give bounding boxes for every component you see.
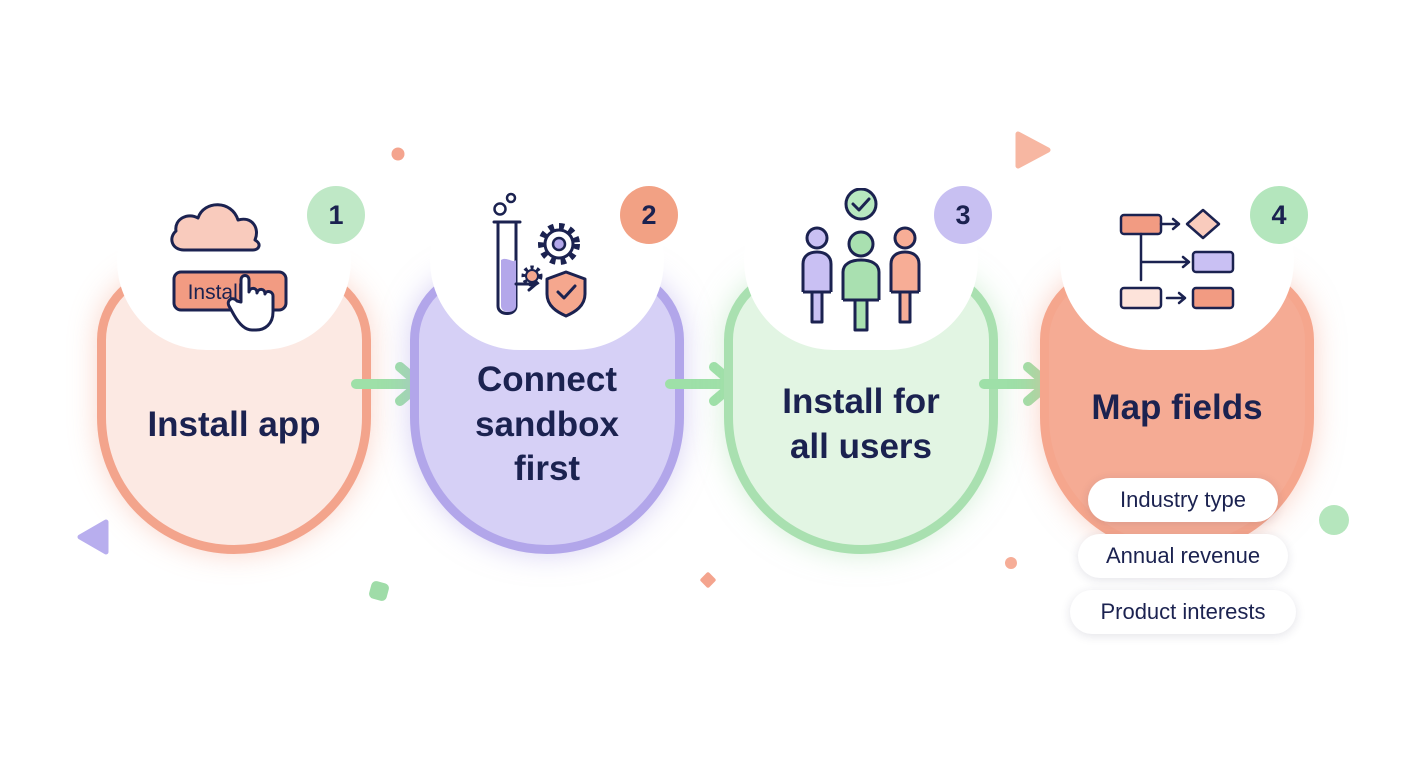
field-chip-industry-type: Industry type xyxy=(1088,478,1278,522)
step-title: Connect sandbox first xyxy=(475,359,619,489)
step-title: Install app xyxy=(147,404,321,444)
users-group-check-icon xyxy=(785,188,937,338)
install-icon-label: Install xyxy=(188,281,243,304)
field-chip-product-interests: Product interests xyxy=(1070,590,1296,634)
decorative-dot-coral-small xyxy=(1005,557,1017,569)
decorative-triangle-coral xyxy=(1015,131,1051,169)
decorative-diamond-coral xyxy=(700,572,716,588)
step-card-cap xyxy=(1060,150,1294,350)
step-number-badge: 3 xyxy=(934,186,992,244)
field-chip-annual-revenue: Annual revenue xyxy=(1078,534,1288,578)
step-number-badge: 2 xyxy=(620,186,678,244)
step-card-connect-sandbox: Connect sandbox first 2 xyxy=(410,150,684,554)
step-number-badge: 4 xyxy=(1250,186,1308,244)
step-card-install-app: Install Install app 1 xyxy=(97,150,371,554)
step-title: Install for all users xyxy=(782,382,940,466)
decorative-triangle-lavender xyxy=(77,519,109,555)
field-mapping-flow-icon xyxy=(1101,188,1253,338)
step-title: Map fields xyxy=(1091,387,1263,427)
step-card-install-all-users: Install for all users 3 xyxy=(724,150,998,554)
decorative-square-mint xyxy=(369,581,389,601)
decorative-dot-coral xyxy=(391,147,405,161)
step-number-badge: 1 xyxy=(307,186,365,244)
install-cloud-click-icon: Install xyxy=(158,188,310,338)
sandbox-test-tube-gear-shield-icon xyxy=(471,188,623,338)
decorative-dot-mint xyxy=(1319,505,1349,535)
